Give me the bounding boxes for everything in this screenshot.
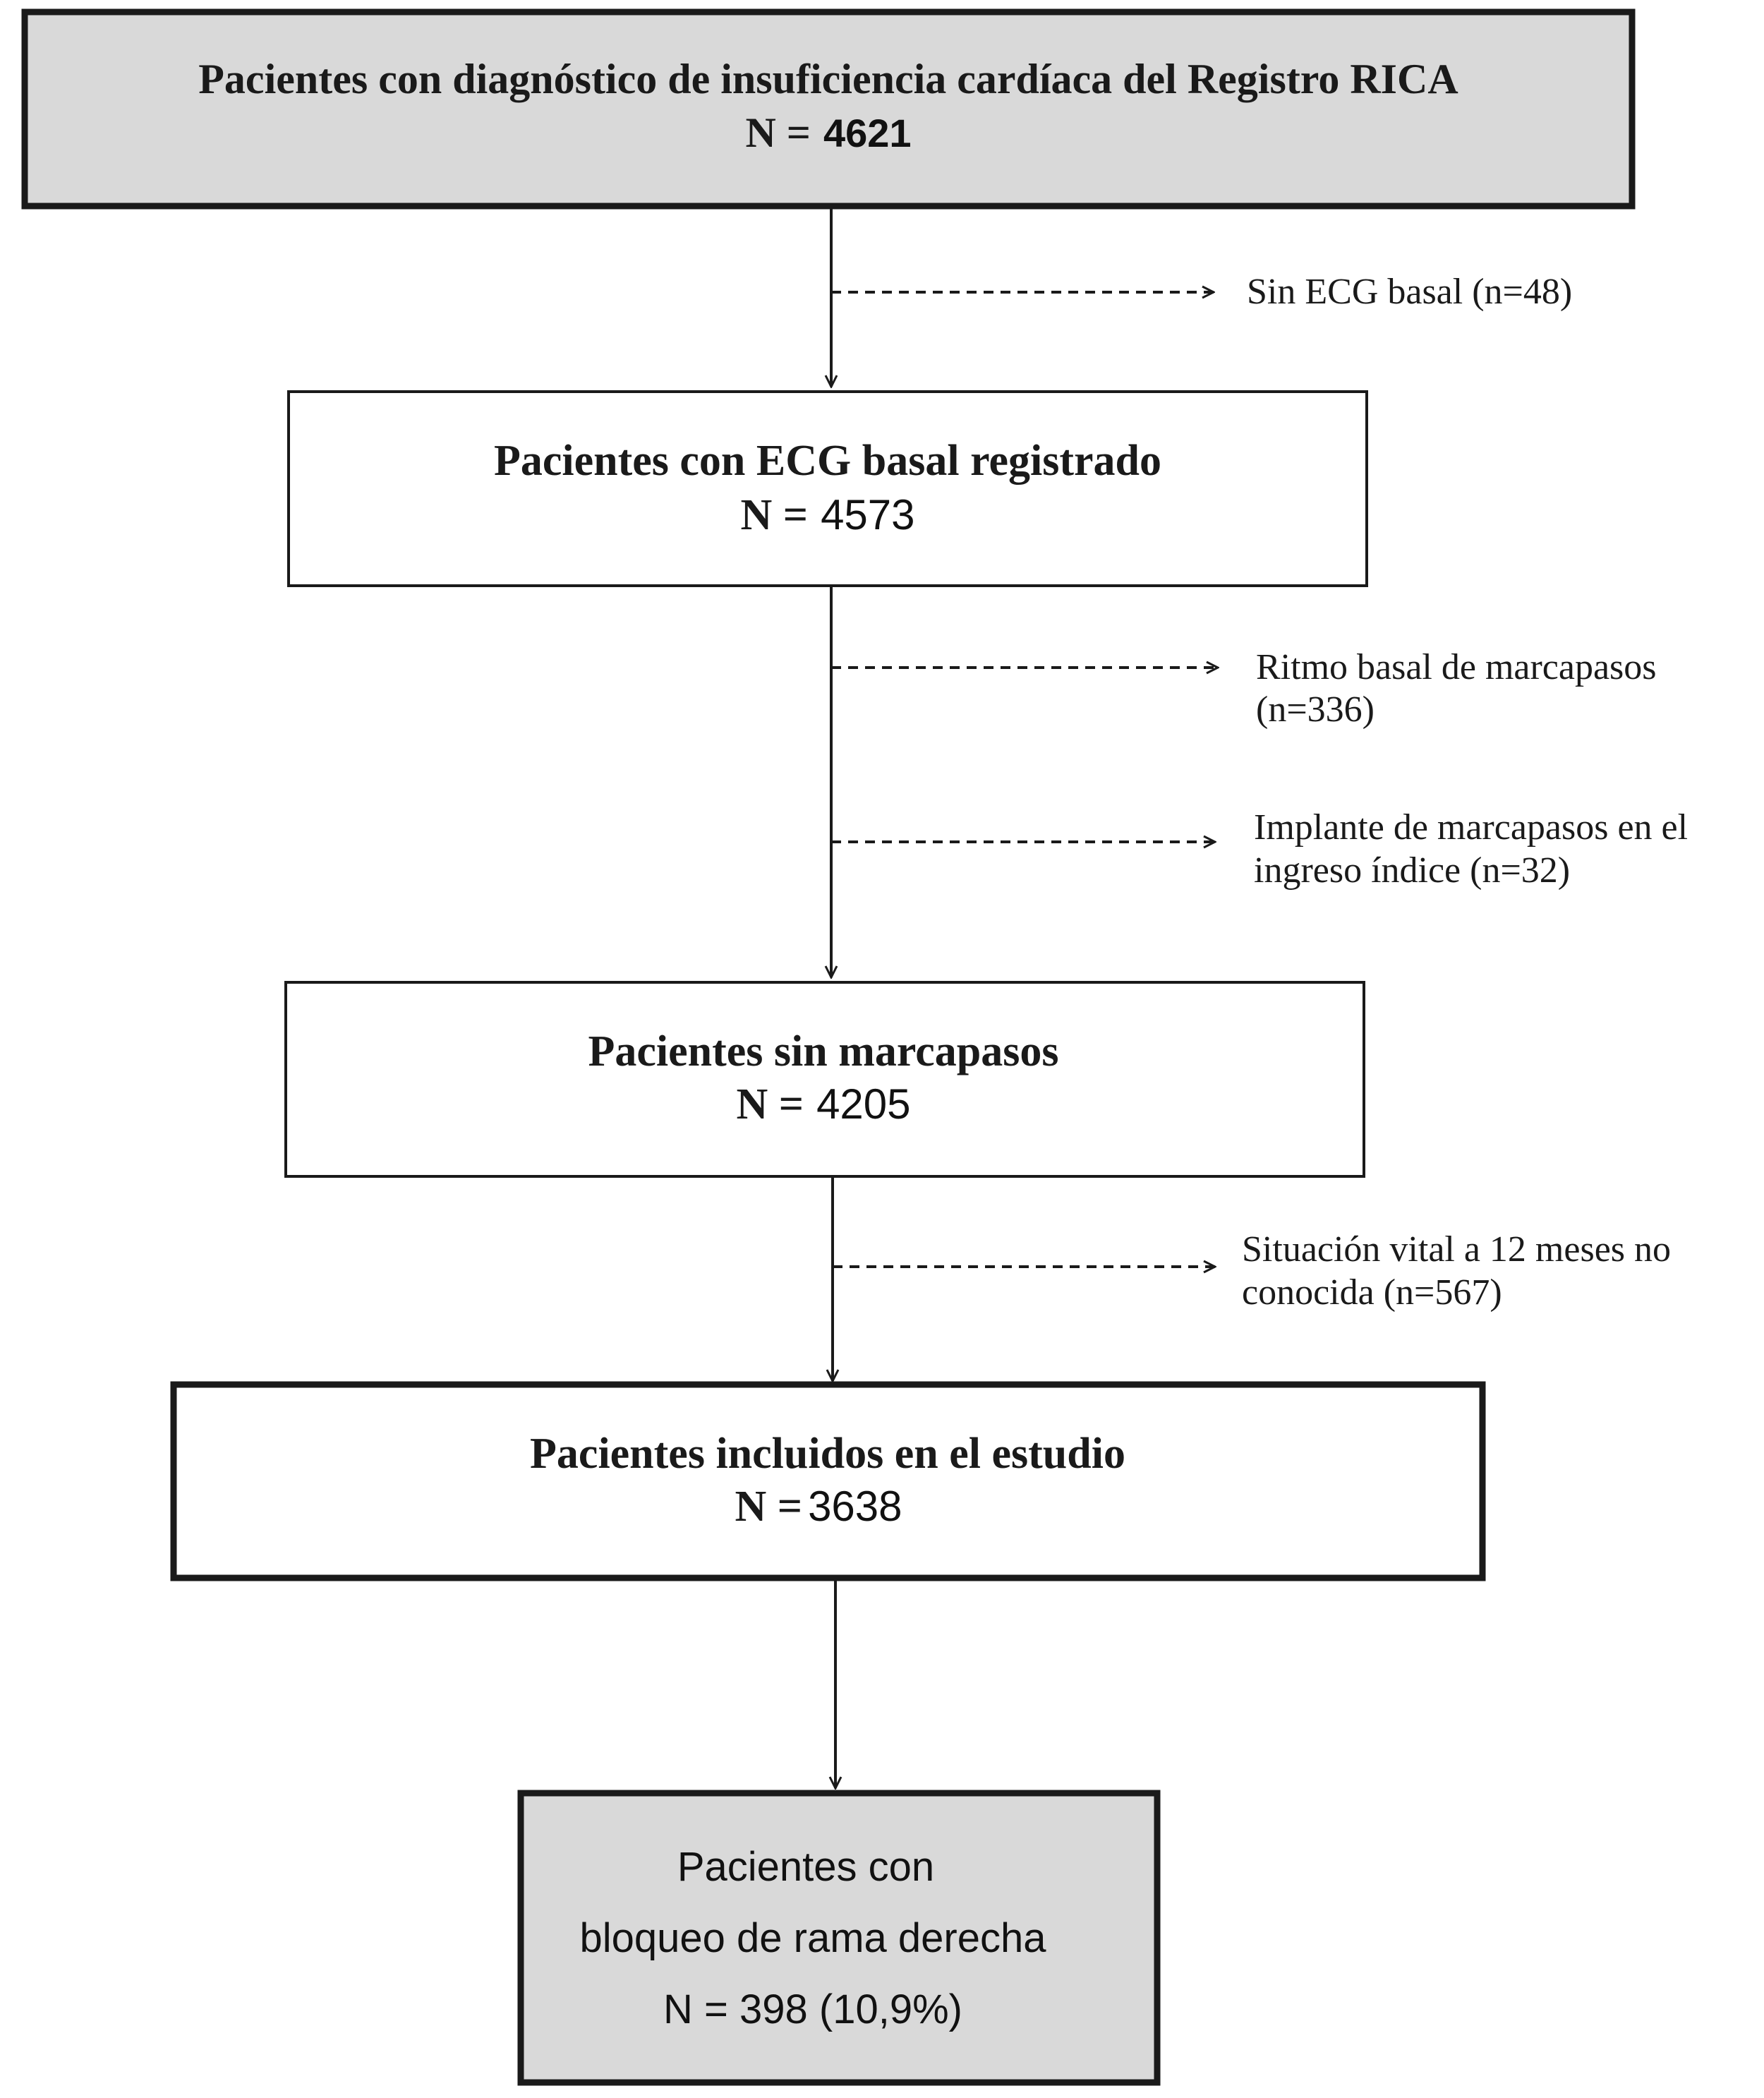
exclusion-no-ecg: Sin ECG basal (n=48) bbox=[1247, 272, 1572, 312]
box-included: Pacientes incluidos en el estudio N = 36… bbox=[170, 1381, 1486, 1581]
exclusion-paced-rhythm-line1: Ritmo basal de marcapasos bbox=[1256, 647, 1657, 687]
box-rbbb-line1: Pacientes con bbox=[677, 1844, 934, 1890]
box-rbbb: Pacientes con bloqueo de rama derecha N … bbox=[517, 1790, 1161, 2086]
svg-text:N = 4621: N = 4621 bbox=[745, 109, 911, 156]
box-rbbb-line2: bloqueo de rama derecha bbox=[579, 1915, 1046, 1961]
box-included-n-prefix: N = bbox=[735, 1483, 802, 1531]
box-total-title: Pacientes con diagnóstico de insuficienc… bbox=[198, 56, 1458, 102]
svg-text:N = 4573: N = 4573 bbox=[740, 491, 914, 539]
box-rbbb-line3: N = 398 (10,9%) bbox=[663, 1987, 962, 2032]
exclusion-unknown-status-line1: Situación vital a 12 meses no bbox=[1242, 1229, 1671, 1270]
box-included-title: Pacientes incluidos en el estudio bbox=[530, 1430, 1125, 1478]
box-ecg-n-value: 4573 bbox=[821, 491, 914, 538]
box-no-pacemaker-n-prefix: N = bbox=[736, 1080, 804, 1128]
exclusion-paced-rhythm-line2: (n=336) bbox=[1256, 689, 1375, 730]
box-ecg-n-prefix: N = bbox=[740, 491, 808, 539]
box-no-pacemaker: Pacientes sin marcapasos N = 4205 bbox=[284, 981, 1365, 1178]
box-ecg-title: Pacientes con ECG basal registrado bbox=[494, 437, 1161, 485]
box-no-pacemaker-title: Pacientes sin marcapasos bbox=[588, 1027, 1058, 1075]
exclusion-implant-line1: Implante de marcapasos en el bbox=[1254, 807, 1688, 848]
box-total-n-prefix: N = bbox=[745, 109, 811, 156]
box-ecg-recorded: Pacientes con ECG basal registrado N = 4… bbox=[287, 390, 1368, 587]
exclusion-implant-line2: ingreso índice (n=32) bbox=[1254, 850, 1570, 891]
box-total-patients: Pacientes con diagnóstico de insuficienc… bbox=[21, 8, 1636, 210]
box-no-pacemaker-n-value: 4205 bbox=[816, 1080, 910, 1128]
box-total-n-value: 4621 bbox=[823, 111, 912, 155]
exclusion-unknown-status-line2: conocida (n=567) bbox=[1242, 1272, 1502, 1313]
svg-text:N = 4205: N = 4205 bbox=[736, 1080, 910, 1128]
svg-text:N = 3638: N = 3638 bbox=[735, 1483, 902, 1531]
box-included-n-value: 3638 bbox=[808, 1483, 902, 1530]
